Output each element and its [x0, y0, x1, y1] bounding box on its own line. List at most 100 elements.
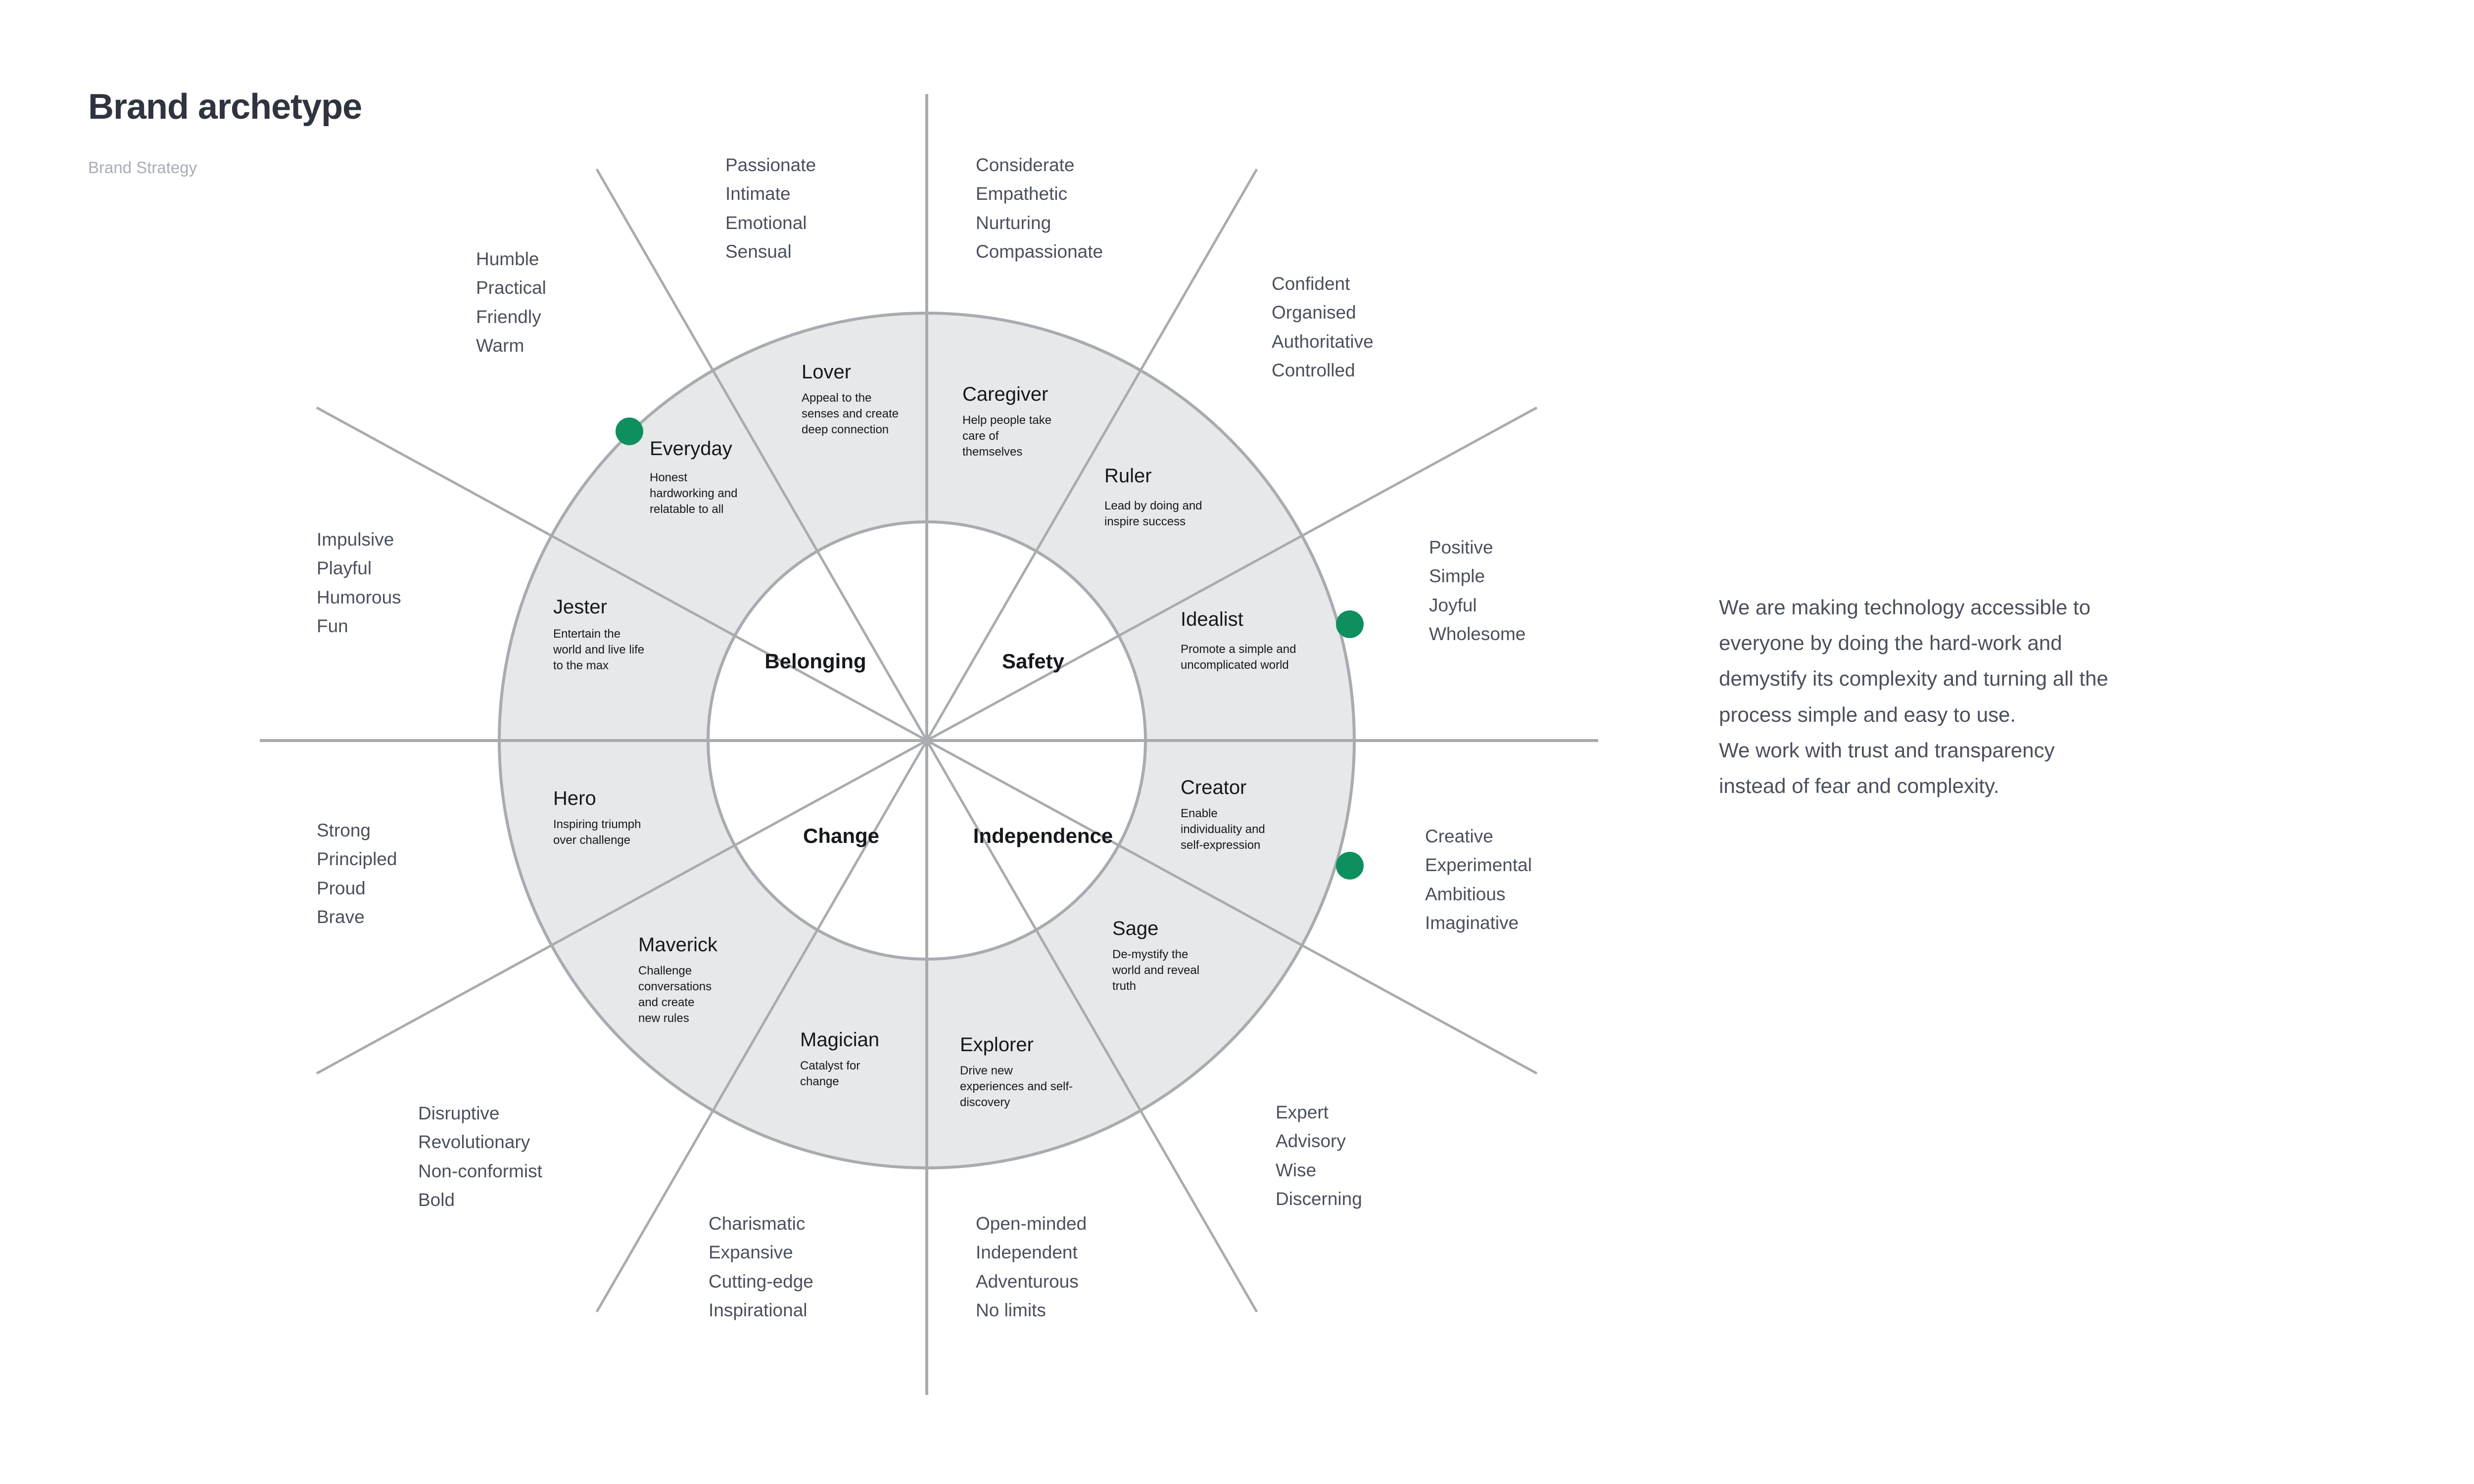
trait: Positive: [1429, 537, 1493, 557]
trait: Disruptive: [418, 1103, 500, 1123]
trait-group-hero: Strong Principled Proud Brave: [317, 816, 397, 932]
trait-group-creator: Creative Experimental Ambitious Imaginat…: [1425, 822, 1532, 938]
trait: Passionate: [725, 155, 816, 175]
trait: Controlled: [1272, 360, 1355, 381]
archetype-name: Magician: [800, 1029, 880, 1051]
trait: Proud: [317, 878, 366, 898]
archetype-description: Drive new experiences and self-discovery: [960, 1064, 1073, 1109]
archetype-sage[interactable]: Sage De-mystify the world and reveal tru…: [1112, 918, 1256, 994]
trait: Strong: [317, 820, 371, 840]
statement-line: process simple and easy to use.: [1719, 702, 2016, 726]
trait: Creative: [1425, 826, 1493, 846]
trait-group-idealist: Positive Simple Joyful Wholesome: [1429, 533, 1525, 649]
trait: Wholesome: [1429, 624, 1526, 645]
trait: Wise: [1276, 1159, 1317, 1180]
trait: Practical: [476, 278, 546, 298]
archetype-name: Ruler: [1104, 465, 1152, 487]
marker-dot-everyday[interactable]: [616, 417, 643, 445]
trait: Brave: [317, 907, 365, 928]
archetype-ruler[interactable]: Ruler Lead by doing and inspire success: [1104, 465, 1253, 530]
trait-group-sage: Expert Advisory Wise Discerning: [1276, 1098, 1362, 1214]
archetype-lover[interactable]: Lover Appeal to the senses and create de…: [802, 361, 925, 438]
trait-group-explorer: Open-minded Independent Adventurous No l…: [976, 1209, 1087, 1325]
archetype-name: Idealist: [1181, 608, 1243, 630]
archetype-description: Enable individuality and self-expression: [1181, 807, 1265, 852]
trait: Cutting-edge: [709, 1271, 813, 1292]
archetype-description: De-mystify the world and reveal truth: [1112, 948, 1200, 993]
marker-dot-creator[interactable]: [1336, 852, 1364, 880]
trait: Simple: [1429, 566, 1485, 587]
archetype-description: Entertain the world and live life to the…: [553, 627, 645, 672]
archetype-everyday[interactable]: Everyday Honest hardworking and relatabl…: [650, 438, 793, 517]
core-need-change: Change: [803, 824, 880, 847]
trait: Nurturing: [976, 212, 1051, 233]
trait: Advisory: [1276, 1131, 1346, 1152]
core-need-safety: Safety: [1001, 649, 1065, 673]
trait: Non-conformist: [418, 1160, 542, 1181]
trait: Impulsive: [317, 529, 394, 550]
trait: Sensual: [725, 241, 792, 262]
trait: Warm: [476, 335, 524, 356]
trait: Principled: [317, 849, 397, 870]
archetype-explorer[interactable]: Explorer Drive new experiences and self-…: [960, 1034, 1103, 1111]
trait-group-magician: Charismatic Expansive Cutting-edge Inspi…: [709, 1209, 813, 1325]
archetype-jester[interactable]: Jester Entertain the world and live life…: [553, 596, 697, 674]
archetype-magician[interactable]: Magician Catalyst for change: [800, 1029, 924, 1090]
archetype-name: Maverick: [638, 934, 718, 956]
trait: Organised: [1272, 302, 1356, 323]
core-need-independence: Independence: [973, 824, 1113, 847]
trait: Considerate: [976, 155, 1075, 175]
archetype-maverick[interactable]: Maverick Challenge conversations and cre…: [638, 934, 762, 1026]
archetype-caregiver[interactable]: Caregiver Help people take care of thems…: [962, 383, 1086, 460]
archetype-name: Jester: [553, 596, 607, 618]
archetype-name: Sage: [1112, 918, 1159, 939]
archetype-description: Help people take care of themselves: [962, 414, 1052, 459]
archetype-description: Catalyst for change: [800, 1059, 860, 1088]
statement-line: We are making technology accessible to: [1719, 596, 2091, 619]
archetype-name: Lover: [802, 361, 852, 383]
trait: Compassionate: [976, 241, 1103, 262]
archetype-name: Everyday: [650, 438, 732, 460]
trait-group-caregiver: Considerate Empathetic Nurturing Compass…: [976, 151, 1103, 267]
archetype-creator[interactable]: Creator Enable individuality and self-ex…: [1181, 777, 1324, 853]
archetype-name: Creator: [1181, 777, 1247, 798]
archetype-description: Appeal to the senses and create deep con…: [802, 391, 899, 436]
trait: Authoritative: [1272, 331, 1374, 352]
trait: Experimental: [1425, 855, 1532, 876]
page-subtitle: Brand Strategy: [88, 158, 197, 177]
trait: Fun: [317, 616, 348, 637]
statement-line: instead of fear and complexity.: [1719, 774, 1999, 798]
trait: Expansive: [709, 1242, 793, 1263]
core-need-belonging: Belonging: [764, 649, 866, 673]
trait: Inspirational: [709, 1300, 808, 1321]
trait: Confident: [1272, 274, 1350, 294]
archetype-description: Challenge conversations and create new r…: [638, 964, 712, 1025]
trait: Charismatic: [709, 1213, 806, 1234]
trait: Adventurous: [976, 1271, 1079, 1292]
trait: Intimate: [725, 184, 791, 204]
trait-group-ruler: Confident Organised Authoritative Contro…: [1272, 270, 1374, 385]
archetype-description: Honest hardworking and relatable to all: [650, 471, 738, 516]
archetype-description: Lead by doing and inspire success: [1104, 499, 1202, 528]
marker-dot-idealist[interactable]: [1336, 610, 1364, 638]
trait: Ambitious: [1425, 883, 1506, 904]
trait-group-lover: Passionate Intimate Emotional Sensual: [725, 151, 816, 267]
archetype-description: Inspiring triumph over challenge: [553, 818, 641, 847]
archetype-hero[interactable]: Hero Inspiring triumph over challenge: [553, 788, 697, 848]
trait: Independent: [976, 1242, 1078, 1263]
trait: Friendly: [476, 306, 541, 327]
trait: Open-minded: [976, 1213, 1087, 1234]
trait: No limits: [976, 1300, 1046, 1321]
trait: Joyful: [1429, 595, 1477, 615]
trait: Expert: [1276, 1102, 1329, 1122]
trait-group-everyday: Humble Practical Friendly Warm: [476, 245, 546, 361]
trait: Empathetic: [976, 184, 1068, 204]
trait: Emotional: [725, 212, 807, 233]
archetype-idealist[interactable]: Idealist Promote a simple and uncomplica…: [1181, 608, 1324, 673]
trait: Bold: [418, 1190, 455, 1210]
statement-line: demystify its complexity and turning all…: [1719, 667, 2108, 691]
trait: Humble: [476, 249, 539, 269]
page-title: Brand archetype: [88, 87, 362, 127]
archetype-description: Promote a simple and uncomplicated world: [1181, 643, 1296, 672]
